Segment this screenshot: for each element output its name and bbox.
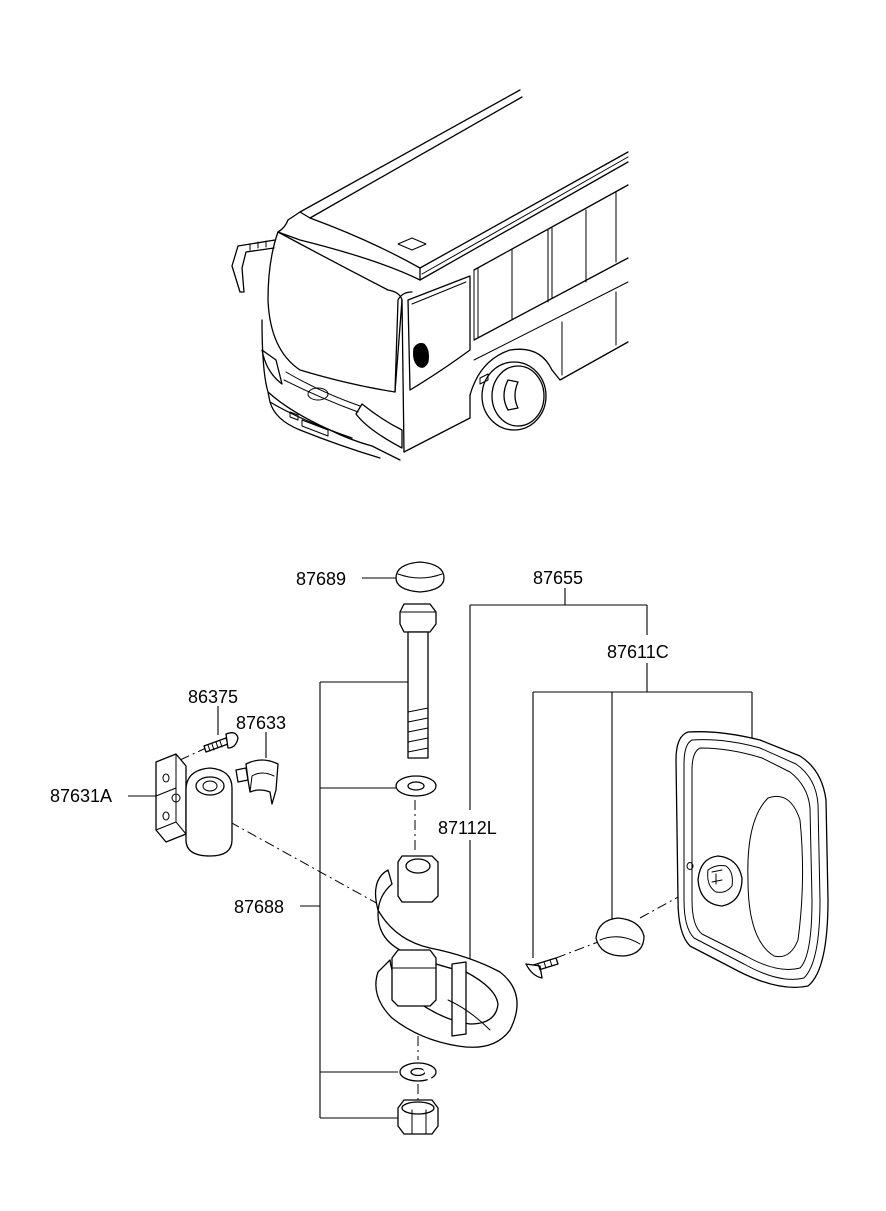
label-87631A: 87631A (50, 786, 112, 806)
assembly-lines (179, 747, 701, 1100)
label-87689: 87689 (296, 569, 346, 589)
screw-part-86375 (203, 732, 239, 753)
leader-lines (128, 577, 753, 1119)
screw-part-mirror (525, 957, 559, 979)
mirror-head-part (675, 731, 829, 989)
nut-part (397, 1099, 439, 1135)
label-87688: 87688 (234, 897, 284, 917)
label-87112L: 87112L (438, 818, 497, 838)
ball-joint-part (595, 917, 645, 957)
clip-part-87633 (235, 759, 279, 805)
cap-part (395, 561, 445, 593)
washer-top (395, 775, 437, 797)
bus-illustration (231, 89, 629, 461)
label-87611C: 87611C (607, 642, 669, 662)
callout-labels: 87689 87655 87611C 86375 87633 87631A 87… (50, 568, 669, 917)
label-87633: 87633 (236, 713, 286, 733)
washer-bottom (399, 1062, 437, 1082)
bracket-part-87631A (155, 753, 233, 857)
label-86375: 86375 (188, 687, 238, 707)
mirror-arm-part (374, 855, 518, 1048)
bolt-part (399, 603, 437, 759)
label-87655: 87655 (533, 568, 583, 588)
